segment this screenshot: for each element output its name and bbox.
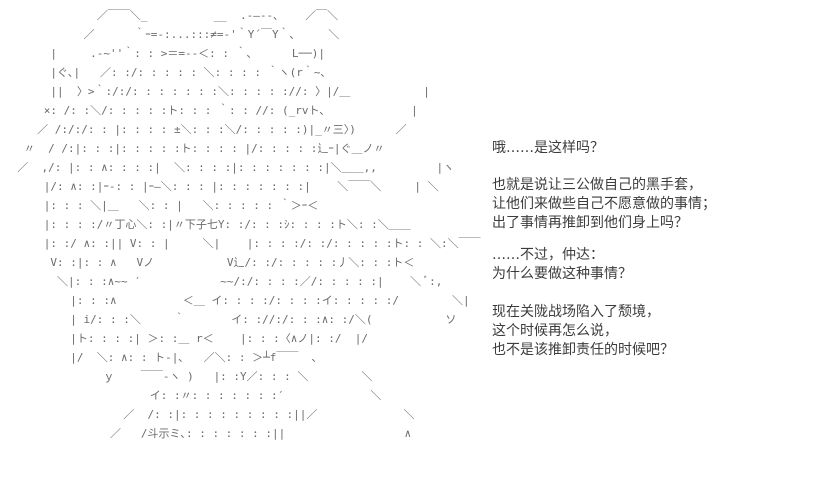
dialogue-line: 让他们来做些自己不愿意做的事情； [492,196,716,212]
dialogue-line: 也就是说让三公做自己的黑手套， [492,177,702,193]
ascii-art-character: ／￣￣＼_ __ .-―‐-､ ／￣＼ ／ ｀ｰ=‐:...:::≠=-'｀Y´… [17,9,481,440]
dialogue-line: 哦……是这样吗？ [492,140,604,156]
dialogue-line: ……不过，仲达： [492,247,604,263]
dialogue-block-2: 也就是说让三公做自己的黑手套， 让他们来做些自己不愿意做的事情； 出了事情再推卸… [492,176,716,233]
dialogue-line: 这个时候再怎么说， [492,323,618,339]
dialogue-line: 为什么要做这种事情？ [492,266,632,282]
dialogue-line: 出了事情再推卸到他们身上吗？ [492,215,688,231]
dialogue-block-4: 现在关陇战场陷入了颓境， 这个时候再怎么说， 也不是该推卸责任的时候吧？ [492,303,674,360]
dialogue-block-3: ……不过，仲达： 为什么要做这种事情？ [492,246,632,284]
dialogue-line: 现在关陇战场陷入了颓境， [492,304,660,320]
dialogue-block-1: 哦……是这样吗？ [492,139,604,158]
dialogue-line: 也不是该推卸责任的时候吧？ [492,342,674,358]
